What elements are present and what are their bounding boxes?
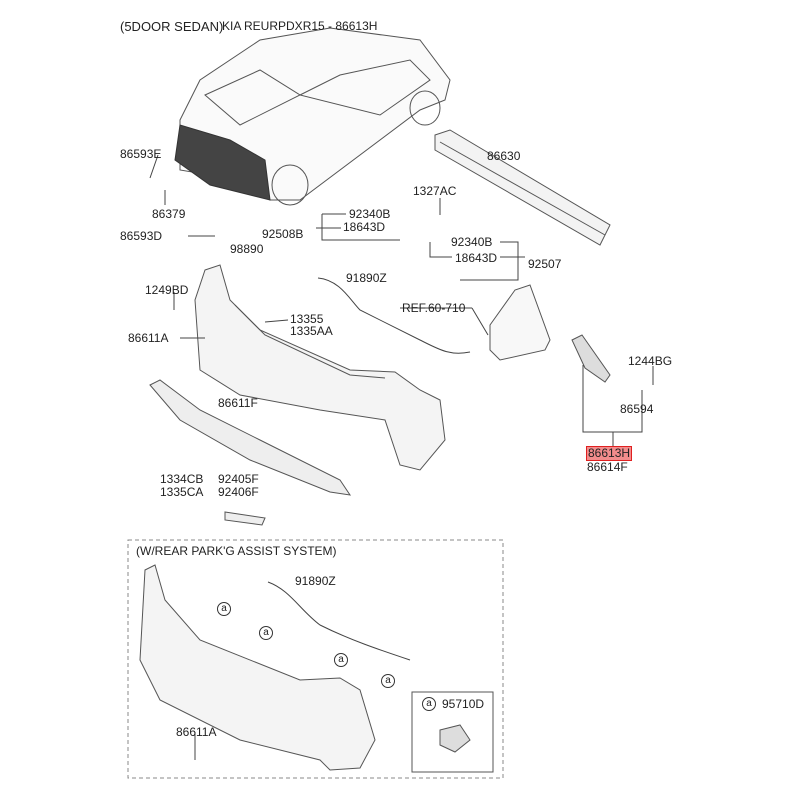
inset-part-86611A[interactable]: 86611A — [176, 725, 217, 739]
body-panel — [489, 284, 551, 361]
parking-sensor — [439, 724, 471, 753]
part-92406F[interactable]: 92406F — [218, 485, 259, 499]
part-86613H-highlighted[interactable]: 86613H — [586, 446, 633, 461]
part-86594[interactable]: 86594 — [620, 402, 654, 416]
diagram-title: KIA REURPDXR15 - 86613H — [222, 19, 378, 33]
part-92340B-b[interactable]: 92340B — [451, 235, 493, 249]
part-86614F[interactable]: 86614F — [587, 460, 628, 474]
part-1249BD[interactable]: 1249BD — [145, 283, 189, 297]
part-98890[interactable]: 98890 — [230, 242, 264, 256]
car-illustration — [174, 27, 451, 206]
inset-bumper — [139, 564, 376, 771]
marker-a: a — [334, 653, 348, 667]
part-86593D[interactable]: 86593D — [120, 229, 163, 243]
part-86611F[interactable]: 86611F — [218, 396, 258, 410]
part-92405F[interactable]: 92405F — [218, 472, 259, 486]
part-1335AA[interactable]: 1335AA — [290, 324, 333, 338]
sensor-box — [411, 691, 494, 773]
part-86593E[interactable]: 86593E — [120, 147, 162, 161]
wiring-harness — [317, 277, 471, 354]
bracket-86613H — [571, 334, 611, 383]
inset-part-91890Z[interactable]: 91890Z — [295, 574, 336, 588]
part-1334CB[interactable]: 1334CB — [160, 472, 204, 486]
part-92507[interactable]: 92507 — [528, 257, 562, 271]
part-86630[interactable]: 86630 — [487, 149, 521, 163]
part-1327AC[interactable]: 1327AC — [413, 184, 457, 198]
marker-a: a — [259, 626, 273, 640]
inset-box — [127, 539, 504, 779]
part-1244BG[interactable]: 1244BG — [628, 354, 673, 368]
lower-bumper — [149, 379, 352, 496]
part-13355[interactable]: 13355 — [290, 312, 324, 326]
part-18643D-b[interactable]: 18643D — [455, 251, 498, 265]
inset-part-95710D[interactable]: 95710D — [442, 697, 485, 711]
ref-60-710[interactable]: REF.60-710 — [402, 301, 466, 315]
part-92508B[interactable]: 92508B — [262, 227, 304, 241]
marker-a: a — [422, 697, 436, 711]
marker-a: a — [381, 674, 395, 688]
bumper-beam — [434, 129, 611, 246]
part-18643D[interactable]: 18643D — [343, 220, 386, 234]
part-86611A[interactable]: 86611A — [128, 331, 169, 345]
reflector — [224, 511, 266, 526]
variant-label: (5DOOR SEDAN) — [120, 19, 224, 34]
part-1335CA[interactable]: 1335CA — [160, 485, 204, 499]
part-91890Z[interactable]: 91890Z — [346, 271, 387, 285]
inset-harness — [267, 581, 411, 661]
part-86379[interactable]: 86379 — [152, 207, 186, 221]
marker-a: a — [217, 602, 231, 616]
inset-title: (W/REAR PARK'G ASSIST SYSTEM) — [136, 544, 337, 558]
part-92340B[interactable]: 92340B — [349, 207, 391, 221]
